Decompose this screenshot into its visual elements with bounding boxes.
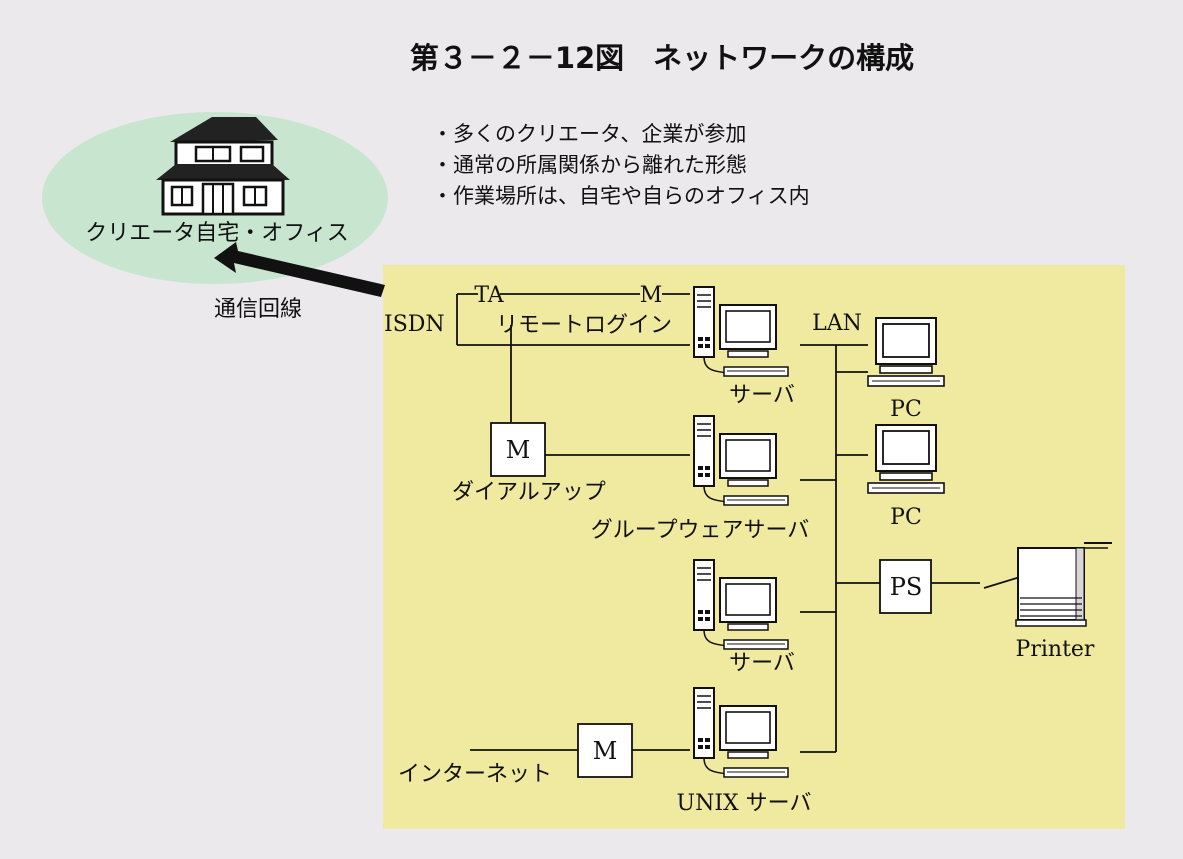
isdn-label: ISDN (384, 312, 445, 337)
modem-label: M (640, 283, 663, 308)
server-2-label: サーバ (729, 651, 795, 676)
lan-label: LAN (812, 311, 862, 336)
dialup-modem-box (490, 422, 546, 477)
pc-1-icon (867, 317, 945, 387)
printer-label: Printer (1016, 637, 1095, 662)
server-1-label: サーバ (729, 383, 795, 408)
ta-label: TA (474, 283, 504, 308)
remote-login-label: リモートログイン (496, 313, 672, 338)
printer-icon (983, 542, 1112, 627)
home-label: クリエータ自宅・オフィス (85, 221, 349, 246)
dialup-label: ダイアルアップ (452, 480, 606, 505)
pc-1-label: PC (890, 397, 922, 422)
internet-modem-label: M (593, 737, 618, 765)
bullet-item-3: ・作業場所は、自宅や自らのオフィス内 (432, 184, 810, 208)
bullet-item-2: ・通常の所属関係から離れた形態 (432, 153, 747, 177)
bullet-item-1: ・多くのクリエータ、企業が参加 (432, 122, 746, 146)
dialup-modem-label: M (506, 436, 531, 464)
unix-server-label: UNIX サーバ (677, 791, 812, 816)
internet-modem-box (577, 723, 633, 778)
pc-2-label: PC (890, 505, 922, 530)
print-server-box (879, 559, 932, 614)
communication-arrow (214, 242, 385, 297)
groupware-server-label: グループウェアサーバ (591, 518, 809, 543)
house-icon (156, 117, 290, 216)
pc-2-icon (867, 424, 945, 494)
figure-title: 第３－２－12図 ネットワークの構成 (410, 41, 914, 75)
line-label: 通信回線 (214, 297, 302, 322)
network-lines (456, 293, 980, 753)
internet-label: インターネット (398, 762, 552, 787)
print-server-label: PS (890, 573, 923, 601)
